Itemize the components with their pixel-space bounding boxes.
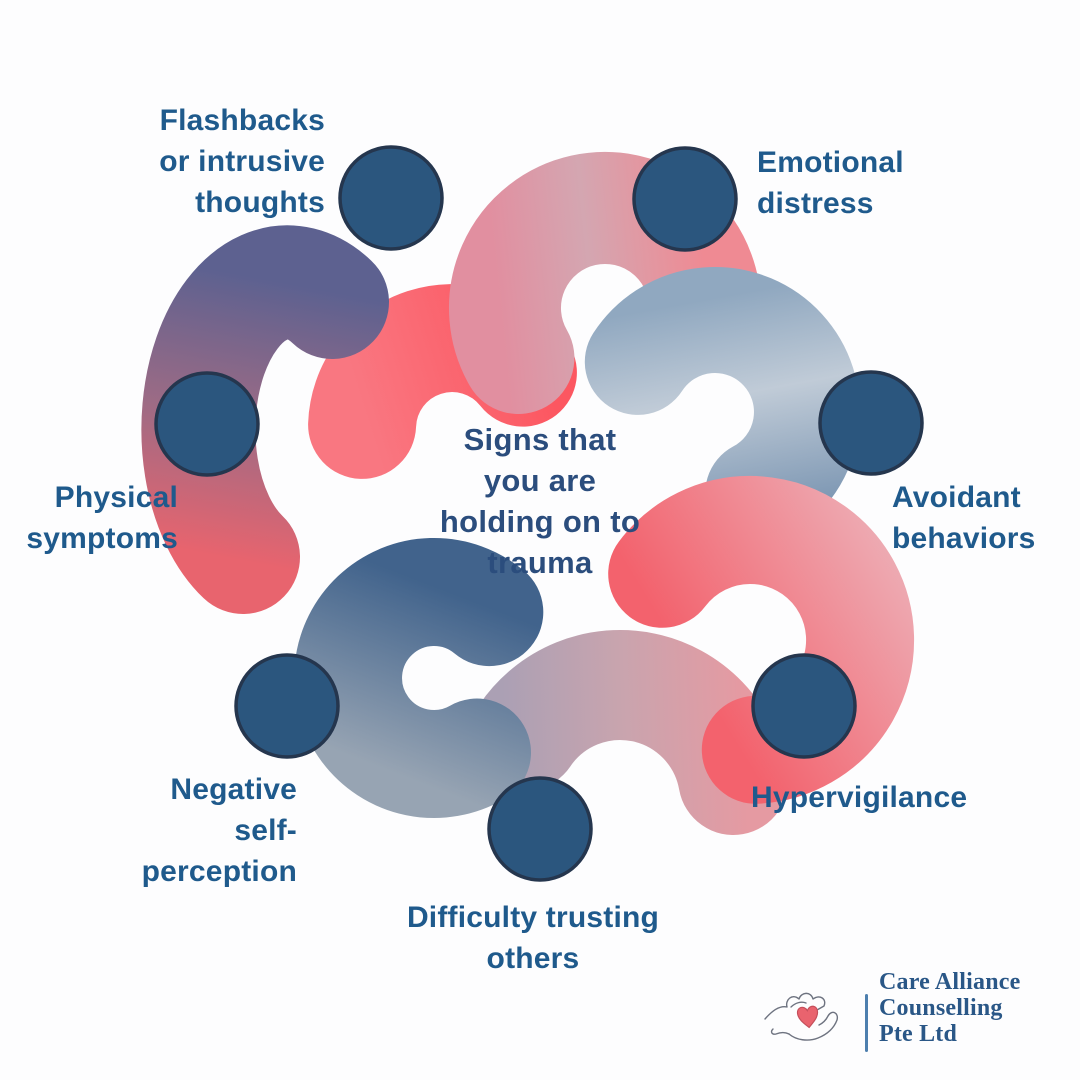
ring-arm-bluegray-top-right — [584, 267, 860, 547]
ring-arm-pink-top — [449, 152, 761, 414]
node-circle-negative — [234, 653, 340, 759]
node-circle-physical — [154, 371, 260, 477]
label-difficulty-trusting: Difficulty trusting others — [406, 901, 660, 975]
ring-arm-purple-left — [141, 225, 389, 614]
logo: Care Alliance Counselling Pte Ltd — [762, 966, 1052, 1066]
node-circle-hypervigilance — [751, 653, 857, 759]
ring-arm-slate-bottom-left — [294, 538, 544, 818]
logo-company-name: Care Alliance Counselling Pte Ltd — [879, 969, 1021, 1047]
heart-icon — [796, 1005, 819, 1029]
node-circle-avoidant — [818, 370, 924, 476]
ring-arm-mauve-bottom — [469, 630, 789, 835]
center-title: Signs that you are holding on to trauma — [439, 422, 641, 580]
label-negative-self-perception: Negative self- perception — [141, 773, 297, 888]
node-circle-flashbacks — [338, 145, 444, 251]
label-hypervigilance: Hypervigilance — [751, 781, 968, 814]
ring-nodes-group — [154, 145, 924, 882]
label-avoidant-behaviors: Avoidant behaviors — [892, 481, 1036, 555]
logo-divider — [865, 994, 868, 1052]
ring-arms-group — [141, 152, 915, 835]
label-emotional-distress: Emotional distress — [757, 146, 904, 220]
node-circle-difficulty — [487, 776, 593, 882]
node-circle-emotional — [632, 146, 738, 252]
label-flashbacks: Flashbacks or intrusive thoughts — [159, 104, 325, 219]
label-physical-symptoms: Physical symptoms — [26, 481, 178, 555]
hands-holding-heart-icon — [764, 992, 839, 1041]
